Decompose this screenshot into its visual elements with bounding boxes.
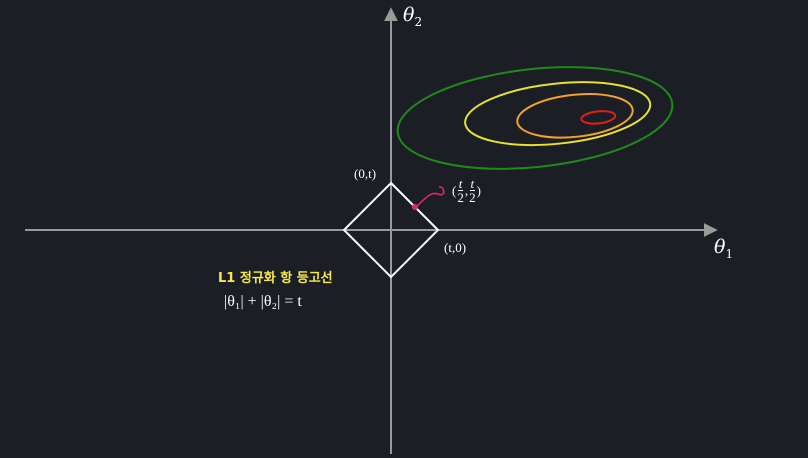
l1-constraint-diamond: [342, 181, 440, 279]
tangent-pointer-curve: [415, 186, 445, 208]
right-vertex-label: (t,0): [444, 240, 467, 255]
caption-equation: |θ₁| + |θ₂| = t: [224, 293, 302, 310]
x-axis-label: θ1: [714, 236, 734, 261]
y-axis-label: θ2: [403, 4, 423, 29]
tangent-point: [412, 204, 418, 210]
contour-yellow: [464, 81, 652, 146]
top-vertex-label: (0,t): [354, 166, 377, 181]
fraction-x: t 2: [457, 176, 464, 205]
caption-korean: L1 정규화 항 등고선: [218, 271, 333, 286]
loss-contours: [396, 66, 674, 170]
contour-orange: [516, 93, 634, 139]
fraction-y: t 2: [469, 176, 476, 205]
contour-outer: [396, 66, 674, 170]
tangent-point-label: ( t 2 , t 2 ): [452, 176, 481, 205]
contour-inner: [580, 110, 617, 125]
